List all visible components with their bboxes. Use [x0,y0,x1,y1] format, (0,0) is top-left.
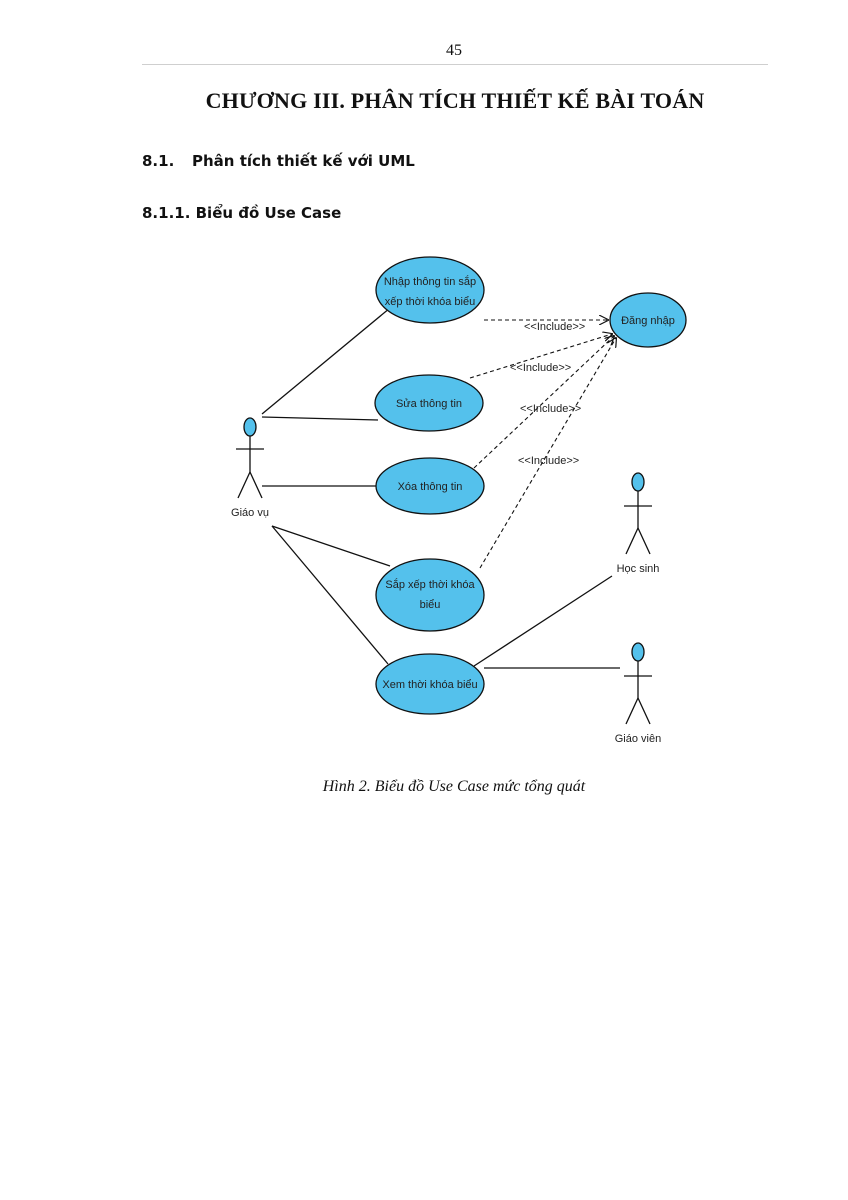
actor-giao-vu [236,417,264,499]
section-heading: 8.1. Phân tích thiết kế với UML [142,152,415,170]
use-case-diagram: <<Include>> <<Include>> <<Include>> <<In… [231,256,687,745]
usecase-sap-xep-tkb [375,558,485,632]
include-xoa [473,336,614,469]
usecase-sapxep-label-1: Sắp xếp thời khóa [385,578,475,591]
usecase-xoa-label: Xóa thông tin [398,481,463,493]
usecase-dangnhap-label: Đăng nhập [621,315,675,327]
actor-head [631,642,645,662]
include-label-3: <<Include>> [520,403,581,415]
usecase-nhap-label-2: xếp thời khóa biểu [385,296,475,308]
actor-hoc-sinh [624,472,652,555]
actor-hoc-sinh-label: Học sinh [617,563,660,575]
section-number: 8.1. [142,152,175,170]
subsection-heading: 8.1.1. Biểu đồ Use Case [142,204,342,222]
actor-head [631,472,645,492]
include-label-1: <<Include>> [524,321,585,333]
assoc-giaovu-sua [261,416,379,421]
include-label-2: <<Include>> [510,362,571,374]
usecase-xoa-thong-tin [375,457,485,515]
usecase-xem-tkb [375,653,485,715]
figure-caption: Hình 2. Biểu đồ Use Case mức tổng quát [322,778,586,795]
usecase-sua-thong-tin [374,374,484,432]
associations [261,307,620,669]
usecase-nhap-label-1: Nhập thông tin sắp [384,275,476,288]
page-number: 45 [446,42,462,59]
assoc-giaovu-xem [271,525,389,665]
include-dependencies [469,320,616,569]
include-sua [469,334,612,379]
usecase-xem-label: Xem thời khóa biểu [382,679,477,691]
actor-giao-vien-label: Giáo viên [615,733,661,745]
assoc-xem-hocsinh [473,575,613,667]
usecase-dang-nhap [609,292,687,348]
use-cases [374,256,687,715]
usecase-nhap-thong-tin [375,256,485,324]
include-sapxep [479,338,616,569]
assoc-giaovu-sapxep [271,525,391,567]
actor-giao-vien [624,642,652,725]
section-title: Phân tích thiết kế với UML [192,152,415,170]
chapter-title: CHƯƠNG III. PHÂN TÍCH THIẾT KẾ BÀI TOÁN [205,88,705,113]
assoc-giaovu-nhap [261,307,391,415]
actor-head [243,417,257,437]
header-rule [142,64,768,65]
usecase-sua-label: Sửa thông tin [396,398,462,410]
include-label-4: <<Include>> [518,455,579,467]
actor-giao-vu-label: Giáo vụ [231,507,269,519]
usecase-sapxep-label-2: biểu [420,599,441,611]
